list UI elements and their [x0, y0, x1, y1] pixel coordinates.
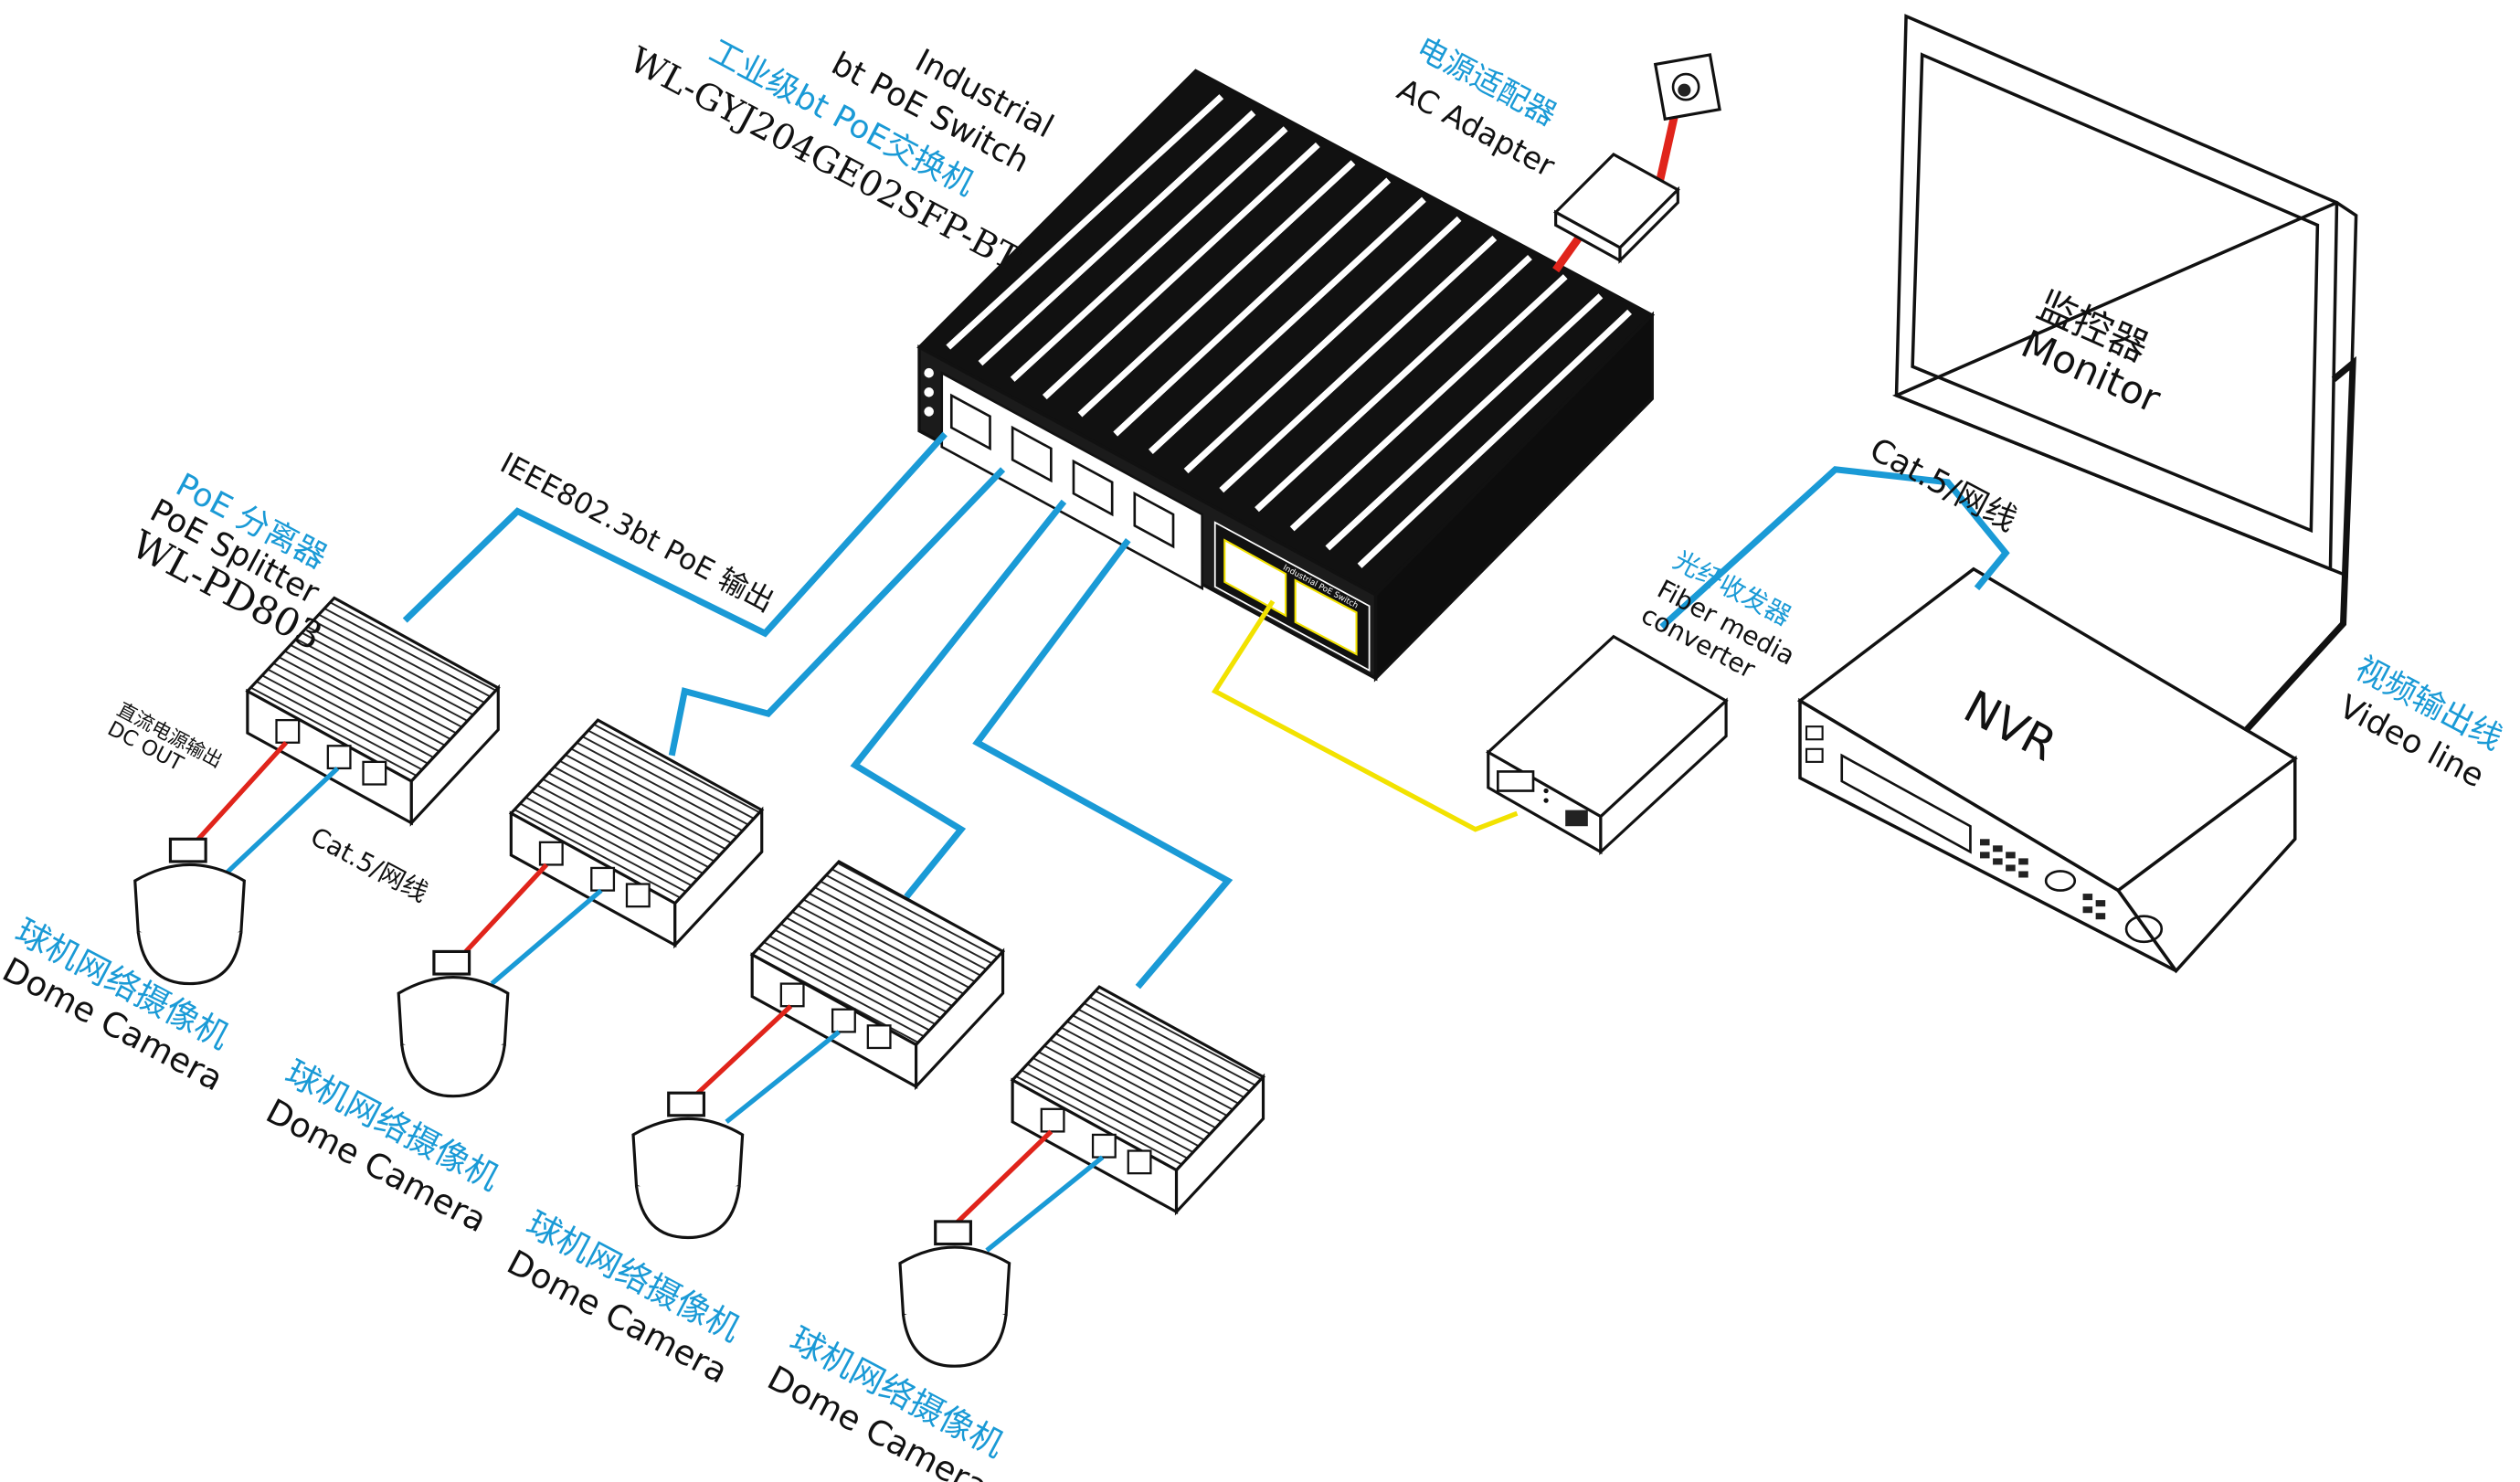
poe-cables: [402, 431, 1234, 990]
cable-top-label: Cat.5/网线: [1864, 430, 2023, 539]
fiber-cable: [1211, 599, 1519, 832]
nvr: [1796, 566, 2298, 974]
poe-splitter: [749, 859, 1006, 1091]
fiber-converter: [1486, 634, 1729, 855]
ac-adapter: [1552, 53, 1721, 273]
dome-camera: [397, 949, 510, 1098]
monitor: [1891, 14, 2358, 578]
poe-output-label: IEEE802.3bt PoE 输出: [495, 447, 779, 619]
dome-camera: [631, 1091, 745, 1240]
video-line-cable: [2240, 355, 2356, 736]
camera-cables: [187, 740, 1105, 1253]
dome-camera: [133, 837, 246, 986]
dome-camera: [898, 1220, 1011, 1368]
poe-splitter: [245, 596, 501, 827]
nvr-cable: [1659, 466, 2010, 630]
poe-splitter: [1010, 985, 1266, 1216]
poe-splitter: [508, 718, 765, 949]
cable-left-label: Cat.5/网线: [305, 821, 433, 908]
poe-switch: Industrial PoE Switch: [916, 69, 1656, 683]
